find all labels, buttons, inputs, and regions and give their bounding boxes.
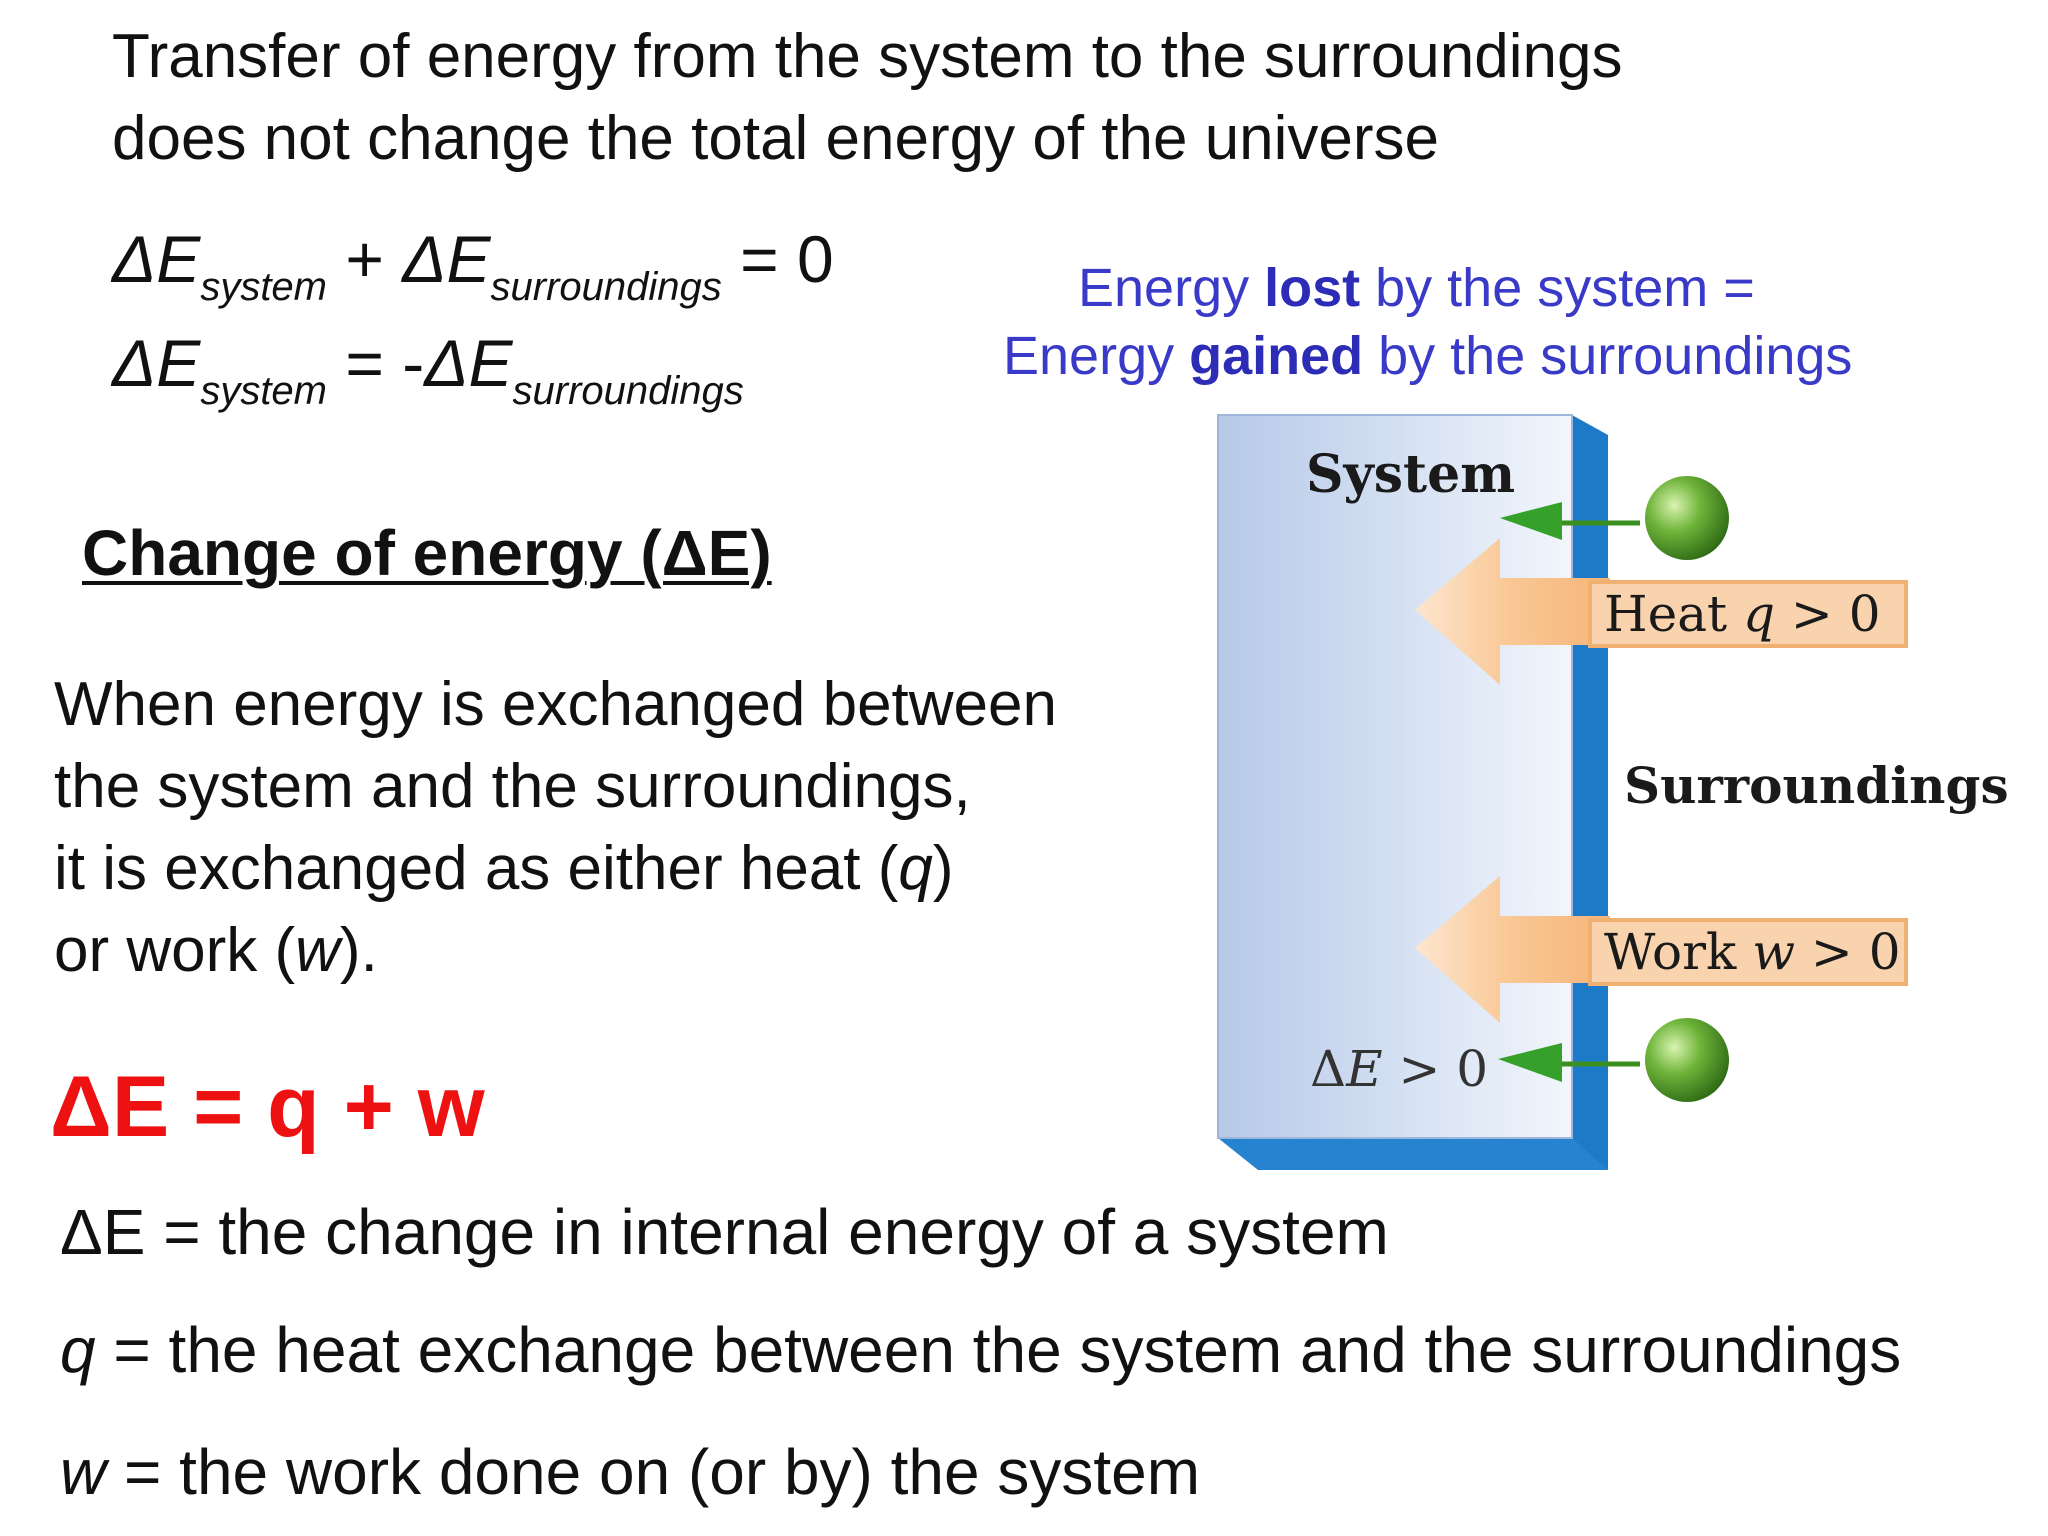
definition-symbol: q bbox=[60, 1314, 96, 1386]
subscript-system: system bbox=[200, 369, 327, 413]
explanation-text: ) bbox=[932, 834, 954, 903]
work-label-text: Work bbox=[1604, 923, 1753, 981]
delta-e-symbol: ΔE bbox=[424, 326, 513, 400]
subscript-system: system bbox=[200, 265, 327, 309]
plus-sign: + bbox=[327, 222, 403, 296]
section-heading: Change of energy (ΔE) bbox=[82, 517, 772, 589]
heat-label: Heat q > 0 bbox=[1588, 580, 1908, 648]
energy-transfer-diagram: System Heat q > 0 Surroundings Work w > … bbox=[1200, 400, 2009, 1180]
delta-e-label: ΔE > 0 bbox=[1310, 1040, 1488, 1098]
heat-arrow bbox=[1415, 538, 1610, 685]
work-label-rel: > 0 bbox=[1795, 923, 1901, 981]
definition-text: = the heat exchange between the system a… bbox=[95, 1314, 1902, 1386]
explanation-line-3: it is exchanged as either heat (q) bbox=[54, 828, 954, 910]
equals-zero: = 0 bbox=[721, 222, 834, 296]
top-green-ball bbox=[1645, 476, 1729, 560]
work-label-var: w bbox=[1752, 923, 1796, 981]
system-outline bbox=[1217, 414, 1573, 1139]
subscript-surroundings: surroundings bbox=[490, 265, 722, 309]
definition-delta-e: ΔE = the change in internal energy of a … bbox=[60, 1200, 1389, 1264]
system-wall bbox=[1572, 415, 1608, 1170]
system-block bbox=[1218, 415, 1572, 1138]
delta-label-rel: > 0 bbox=[1382, 1040, 1489, 1098]
bottom-green-ball bbox=[1645, 1018, 1729, 1102]
note-emphasis-lost: lost bbox=[1264, 258, 1361, 318]
energy-lost-note: Energy lost by the system = bbox=[1078, 254, 1755, 322]
delta-label-var: E bbox=[1346, 1040, 1383, 1098]
explanation-text: it is exchanged as either heat ( bbox=[54, 834, 899, 903]
explanation-text: ). bbox=[339, 916, 378, 985]
work-arrow bbox=[1415, 876, 1610, 1023]
bottom-dart-head bbox=[1498, 1043, 1562, 1082]
intro-line-2: does not change the total energy of the … bbox=[112, 104, 1440, 173]
note-text: by the system = bbox=[1360, 258, 1755, 318]
top-dart-head bbox=[1500, 502, 1562, 540]
heat-variable: q bbox=[898, 834, 933, 903]
definition-text: = the change in internal energy of a sys… bbox=[145, 1196, 1389, 1268]
delta-e-symbol: ΔE bbox=[112, 222, 201, 296]
note-emphasis-gained: gained bbox=[1189, 326, 1364, 386]
definition-symbol: ΔE bbox=[60, 1196, 146, 1268]
equation-energy-balance: ΔEsystem = -ΔEsurroundings bbox=[112, 330, 744, 411]
note-text: by the surroundings bbox=[1363, 326, 1853, 386]
equation-energy-sum: ΔEsystem + ΔEsurroundings = 0 bbox=[112, 226, 834, 307]
note-text: Energy bbox=[1078, 258, 1265, 318]
subscript-surroundings: surroundings bbox=[512, 369, 744, 413]
explanation-line-1: When energy is exchanged between bbox=[54, 670, 1057, 739]
heat-label-var: q bbox=[1743, 585, 1776, 643]
equals-minus: = - bbox=[327, 326, 425, 400]
explanation-line-2: the system and the surroundings, bbox=[54, 752, 971, 821]
delta-e-symbol: ΔE bbox=[112, 326, 201, 400]
heat-label-rel: > 0 bbox=[1775, 585, 1881, 643]
main-equation: ΔE = q + w bbox=[50, 1059, 485, 1155]
delta-e-symbol: ΔE bbox=[402, 222, 491, 296]
delta-label-text: Δ bbox=[1310, 1040, 1347, 1098]
work-label: Work w > 0 bbox=[1588, 918, 1908, 986]
definition-symbol: w bbox=[60, 1436, 107, 1508]
definition-q: q = the heat exchange between the system… bbox=[60, 1318, 1901, 1382]
intro-line-1: Transfer of energy from the system to th… bbox=[112, 22, 1623, 91]
system-floor bbox=[1218, 1138, 1608, 1170]
work-variable: w bbox=[295, 916, 340, 985]
explanation-text: or work ( bbox=[54, 916, 296, 985]
heat-label-text: Heat bbox=[1604, 585, 1743, 643]
note-text: Energy bbox=[1003, 326, 1190, 386]
definition-text: = the work done on (or by) the system bbox=[106, 1436, 1201, 1508]
energy-gained-note: Energy gained by the surroundings bbox=[1003, 322, 1852, 390]
surroundings-label: Surroundings bbox=[1624, 756, 2009, 815]
explanation-line-4: or work (w). bbox=[54, 910, 378, 992]
definition-w: w = the work done on (or by) the system bbox=[60, 1440, 1200, 1504]
system-label: System bbox=[1306, 444, 1516, 505]
